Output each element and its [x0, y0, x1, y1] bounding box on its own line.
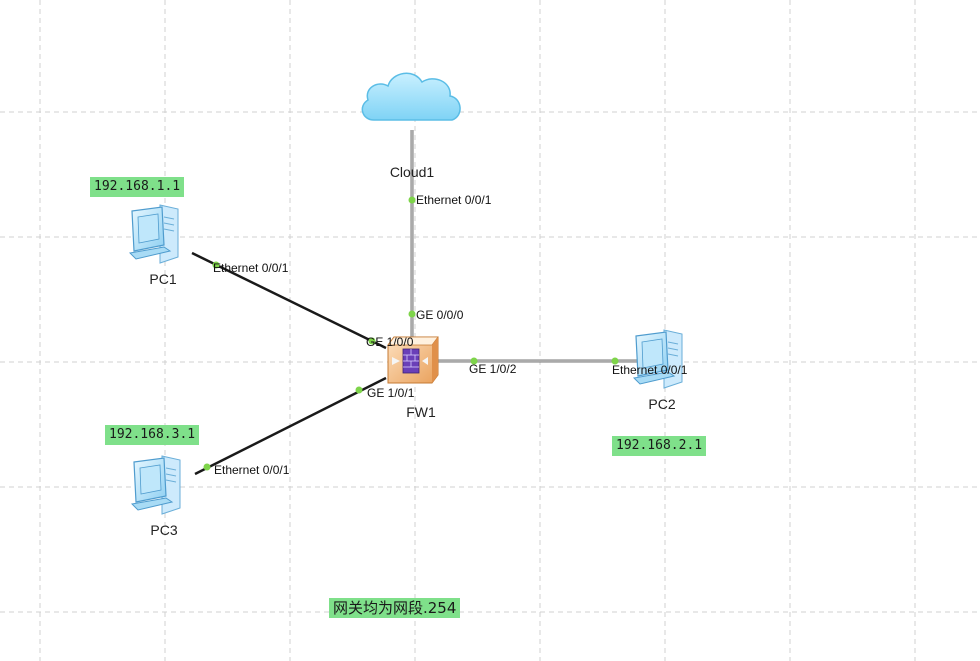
ip-note-pc3[interactable]: 192.168.3.1 — [105, 425, 200, 445]
port-dot-fw-ge102 — [470, 357, 478, 365]
pc3-icon[interactable] — [131, 455, 181, 515]
device-label-fw1: FW1 — [406, 404, 436, 420]
ip-note-pc2[interactable]: 192.168.2.1 — [612, 436, 707, 456]
links — [191, 130, 640, 476]
port-label-pc3-eth: Ethernet 0/0/1 — [214, 463, 290, 477]
pc1-icon[interactable] — [129, 204, 179, 264]
device-label-pc3: PC3 — [150, 522, 177, 538]
port-label-cloud-eth: Ethernet 0/0/1 — [416, 193, 492, 207]
device-label-cloud1: Cloud1 — [390, 164, 435, 180]
firewall-icon[interactable] — [387, 336, 439, 384]
port-dots — [203, 196, 619, 471]
port-dot-cloud-eth — [408, 196, 416, 204]
port-label-pc2-eth: Ethernet 0/0/1 — [612, 363, 688, 377]
port-label-fw-ge100: GE 1/0/0 — [366, 335, 414, 349]
port-label-fw-ge101: GE 1/0/1 — [367, 386, 415, 400]
port-label-fw-ge000: GE 0/0/0 — [416, 308, 464, 322]
cloud-icon[interactable] — [361, 72, 461, 121]
port-dot-fw-ge101 — [355, 386, 363, 394]
port-label-fw-ge102: GE 1/0/2 — [469, 362, 517, 376]
link-pc1-fw[interactable] — [191, 251, 387, 350]
device-label-pc2: PC2 — [648, 396, 675, 412]
ip-note-pc1[interactable]: 192.168.1.1 — [90, 177, 185, 197]
port-dot-fw-ge100 — [368, 337, 376, 345]
port-dot-pc1-eth — [212, 261, 220, 269]
port-dot-pc3-eth — [203, 463, 211, 471]
link-pc3-fw[interactable] — [194, 376, 387, 476]
port-label-pc1-eth: Ethernet 0/0/1 — [213, 261, 289, 275]
pc2-icon[interactable] — [633, 329, 683, 389]
port-dot-pc2-eth — [611, 357, 619, 365]
port-dot-fw-ge000 — [408, 310, 416, 318]
device-label-pc1: PC1 — [149, 271, 176, 287]
gateway-note[interactable]: 网关均为网段.254 — [329, 598, 461, 618]
